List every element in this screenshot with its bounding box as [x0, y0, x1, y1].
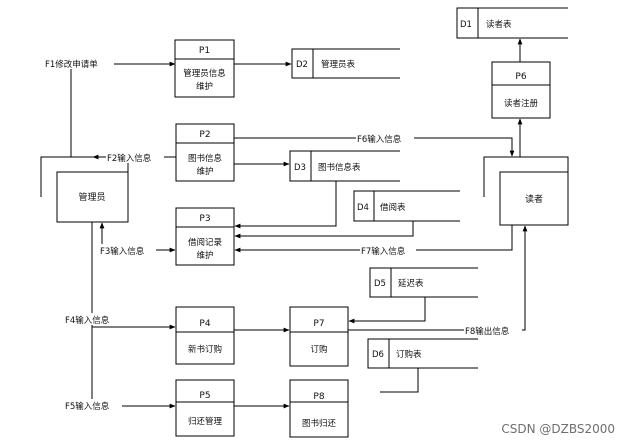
watermark-text: CSDN @DZBS2000: [501, 422, 615, 436]
process-p2: P2 图书信息 维护: [175, 123, 235, 182]
flow-f2-label: F2输入信息: [107, 153, 152, 164]
flow-f4-label: F4输入信息: [65, 315, 110, 326]
datastore-d1: D1 读者表: [456, 7, 568, 39]
flow-f1-label: F1修改申请单: [45, 59, 98, 70]
flow-d3-p3: [234, 181, 337, 229]
datastore-d2: D2 管理员表: [291, 48, 400, 79]
datastore-d4-id: D4: [357, 203, 369, 213]
flow-f3-label: F3输入信息: [100, 246, 145, 257]
flow-f8-label: F8输出信息: [465, 326, 510, 337]
process-p4: P4 新书订购: [175, 306, 235, 365]
process-p8: P8 图书归还: [289, 379, 349, 438]
process-p1-name-line2: 维护: [196, 81, 213, 92]
process-p4-id: P4: [199, 319, 210, 329]
datastore-d3: D3 图书信息表: [289, 150, 400, 182]
flow-f8-line: [348, 225, 528, 331]
flow-d4-p3: [234, 221, 414, 239]
datastore-d2-id: D2: [296, 60, 308, 70]
process-p1-id: P1: [199, 46, 210, 56]
datastore-d3-name: 图书信息表: [318, 162, 361, 173]
datastore-d6-id: D6: [372, 350, 384, 360]
datastore-d4-name: 借阅表: [380, 202, 406, 213]
process-p3-name-line1: 借阅记录: [188, 237, 223, 248]
flow-f7-line: [234, 225, 513, 253]
process-p5: P5 归还管理: [175, 379, 235, 437]
datastore-d1-name: 读者表: [486, 19, 512, 30]
datastore-d5-name: 延迟表: [398, 278, 424, 289]
flow-f7-label: F7输入信息: [361, 246, 406, 257]
datastore-d3-id: D3: [294, 163, 306, 173]
datastore-d1-id: D1: [460, 20, 472, 30]
process-p3-name-line2: 维护: [196, 250, 213, 261]
datastore-d2-name: 管理员表: [321, 59, 356, 70]
process-p2-name-line1: 图书信息: [188, 153, 223, 164]
process-p3: P3 借阅记录 维护: [175, 207, 235, 266]
process-p1-name-line1: 管理员信息: [183, 68, 226, 79]
entity-reader: 读者: [483, 156, 569, 226]
datastore-d6-name: 订购表: [396, 349, 422, 360]
process-p7: P7 订购: [289, 306, 349, 367]
process-p7-id: P7: [313, 319, 324, 329]
flow-f1-line: [70, 61, 176, 157]
process-p2-name-line2: 维护: [196, 166, 213, 177]
process-p6-id: P6: [515, 72, 526, 82]
datastore-d5-id: D5: [374, 279, 386, 289]
process-p3-id: P3: [199, 214, 210, 224]
process-p8-name: 图书归还: [302, 418, 337, 429]
datastore-d6: D6 订购表: [367, 338, 478, 369]
entity-admin: 管理员: [40, 156, 129, 223]
flow-d5-p7: [348, 297, 426, 324]
flow-f5-label: F5输入信息: [65, 401, 110, 412]
datastore-d4: D4 借阅表: [353, 190, 460, 222]
process-p8-id: P8: [313, 392, 324, 402]
process-p6-name: 读者注册: [504, 98, 539, 109]
process-p6: P6 读者注册: [491, 61, 551, 119]
entity-admin-label: 管理员: [78, 191, 105, 203]
flow-f6-label: F6输入信息: [357, 134, 402, 145]
flow-d6-p7: [380, 368, 419, 393]
flow-f6-line: [234, 137, 515, 157]
process-p1: P1 管理员信息 维护: [174, 39, 235, 98]
process-p7-name: 订购: [310, 344, 327, 355]
entity-reader-label: 读者: [525, 193, 543, 205]
process-p5-name: 归还管理: [188, 416, 223, 427]
datastore-d5: D5 延迟表: [369, 267, 478, 298]
process-p4-name: 新书订购: [188, 344, 222, 355]
process-p5-id: P5: [199, 391, 210, 401]
process-p2-id: P2: [199, 130, 210, 140]
